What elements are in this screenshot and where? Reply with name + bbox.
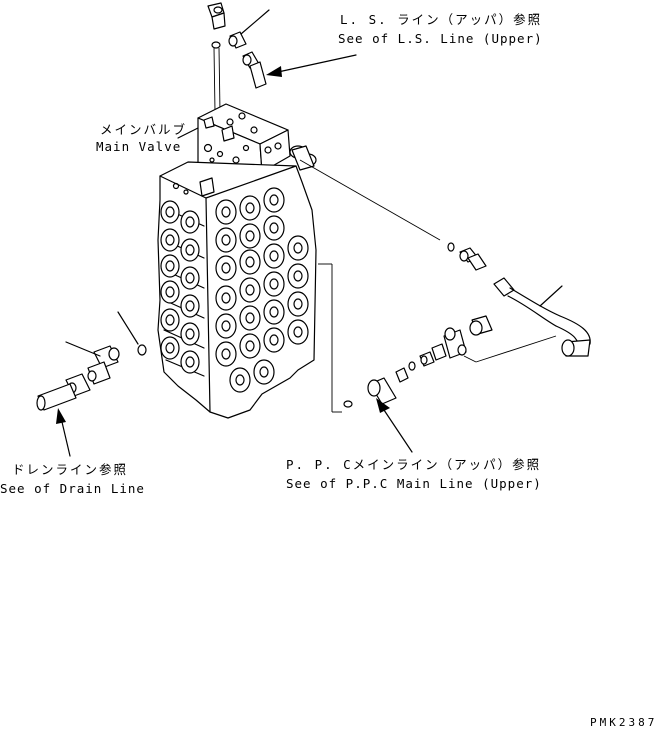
main-valve-label-en: Main Valve	[96, 139, 182, 154]
ppc-bracket-lines	[318, 263, 342, 413]
drawing-code: PMK2387	[590, 716, 658, 729]
ls-pipe-line	[299, 159, 441, 241]
o-ring-ppc	[343, 400, 353, 408]
drain-tee-fitting	[87, 345, 120, 385]
leader-hose	[539, 285, 563, 307]
ls-line-fitting	[228, 31, 267, 89]
arrow-ls-line	[266, 54, 357, 77]
ls-line-label-en: See of L.S. Line (Upper)	[338, 31, 543, 46]
spool-caps-left	[160, 200, 200, 374]
o-ring-top	[211, 41, 221, 49]
leader-drain-tee	[65, 341, 101, 357]
ppc-small-fittings	[408, 343, 447, 371]
spool-caps-right	[215, 187, 309, 393]
arrow-ppc-line	[376, 398, 413, 453]
ppc-tee-fitting	[443, 315, 557, 363]
leader-drain-oring	[117, 311, 139, 345]
main-valve-label-jp: メインバルブ	[100, 122, 188, 137]
o-ring-drain	[137, 344, 147, 356]
hose-assembly	[493, 277, 591, 357]
main-valve-body	[157, 145, 317, 419]
ppc-elbow-fitting	[367, 367, 409, 405]
ls-line-label-jp: L. S. ライン（アッパ）参照	[340, 12, 543, 27]
drain-hose-fitting	[36, 373, 91, 411]
ppc-line-label-en: See of P.P.C Main Line (Upper)	[286, 476, 542, 491]
drain-line-label-jp: ドレンライン参照	[12, 462, 129, 477]
leader-main-valve	[177, 127, 199, 139]
tee-fitting-top	[207, 2, 226, 30]
drain-line-label-en: See of Drain Line	[0, 481, 145, 496]
arrow-drain-line	[56, 408, 71, 457]
o-ring-right-upper	[447, 242, 455, 252]
leader-ls-fitting	[240, 9, 270, 35]
right-adapter-fitting	[459, 247, 487, 271]
ppc-line-label-jp: P. P. Cメインライン（アッパ）参照	[286, 457, 542, 472]
